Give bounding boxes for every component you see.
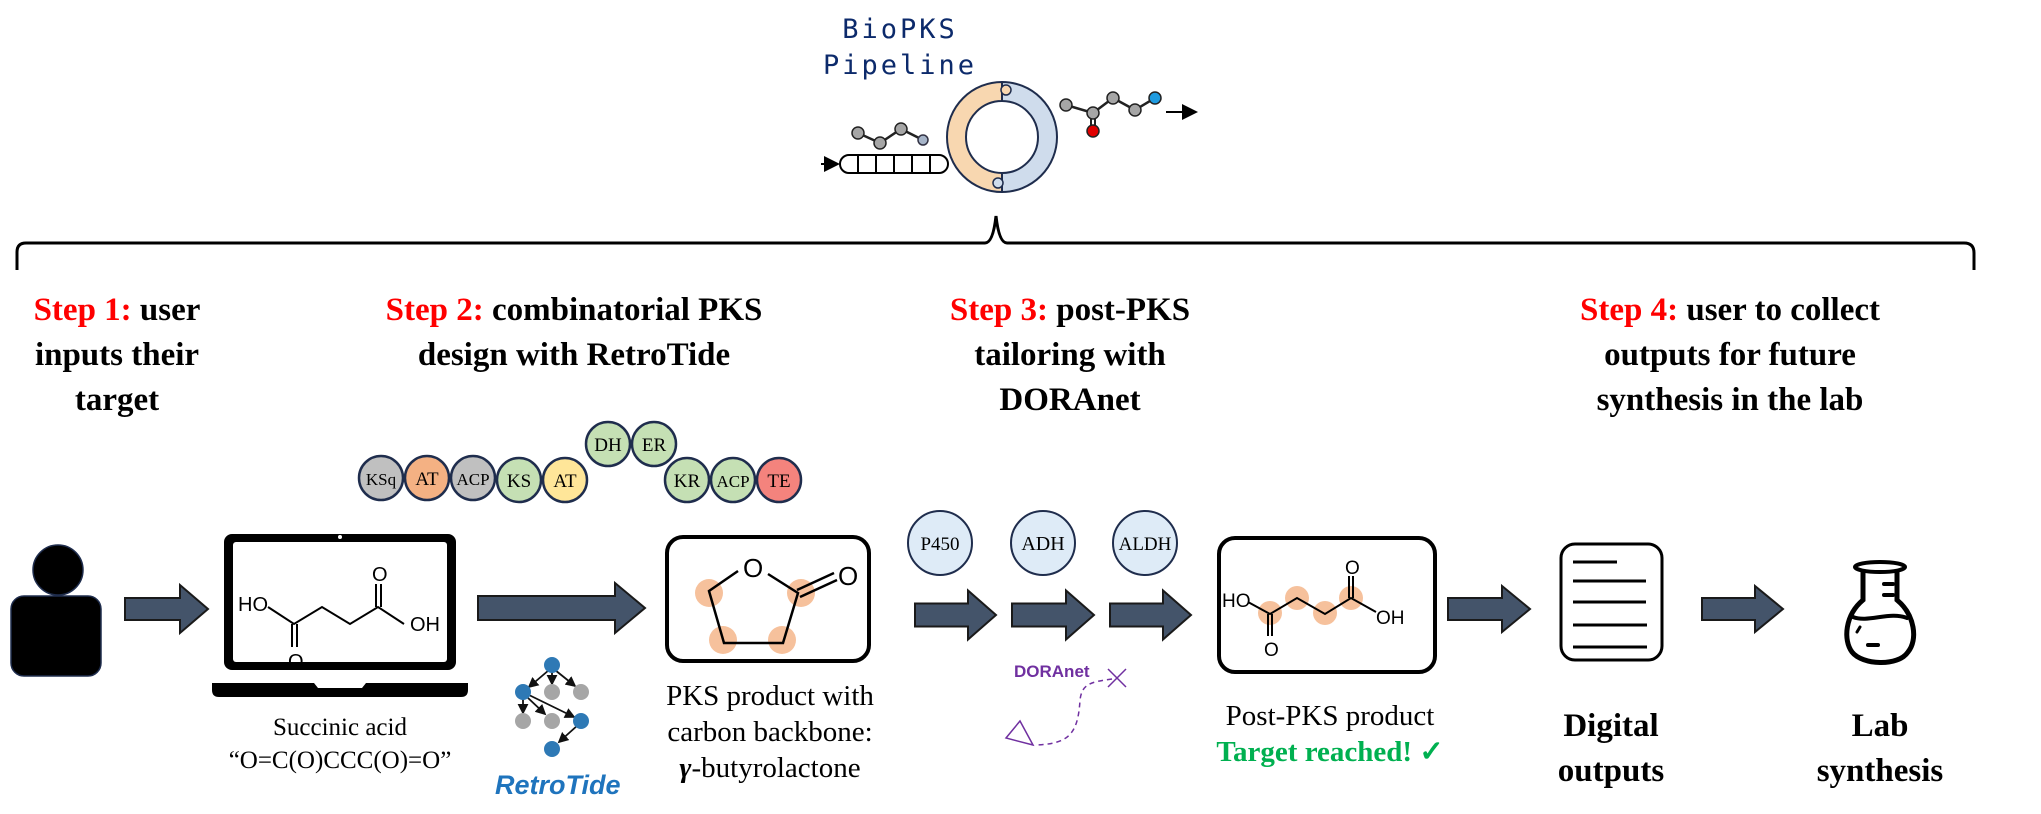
pks-domain-chain: KSq AT ACP KS AT DH ER KR ACP TE — [357, 420, 803, 504]
post-pks-caption-text: Post-PKS product — [1225, 700, 1435, 732]
pks-domain-acp: ACP — [709, 456, 757, 504]
flow-arrows — [124, 580, 1785, 642]
pks-product-caption: PKS product with carbon backbone: γ-buty… — [635, 678, 905, 786]
atom-ho: HO — [1222, 591, 1251, 612]
pks-domain-label: AT — [553, 471, 577, 492]
overview-brace — [15, 215, 1976, 270]
pipeline-title: BioPKS Pipeline — [800, 12, 1000, 84]
step-2-line: design with RetroTide — [417, 337, 731, 373]
input-molecule-name: Succinic acid — [273, 714, 407, 741]
pks-domain-ksq: KSq — [357, 454, 405, 502]
pks-domain-label: ACP — [716, 472, 749, 491]
retrotide-logo-icon — [515, 657, 589, 757]
atom-o: O — [288, 651, 304, 673]
enzyme-adh: ADH — [1010, 510, 1076, 576]
pks-domain-dh: DH — [584, 420, 632, 468]
pks-product-box: O O — [665, 535, 871, 663]
step-4-label: Step 4: — [1580, 292, 1679, 328]
enzyme-label: ALDH — [1119, 534, 1172, 555]
digital-outputs-line: outputs — [1557, 753, 1665, 789]
input-molecule-caption: Succinic acid “O=C(O)CCC(O)=O” — [220, 711, 460, 777]
enzyme-label: P450 — [920, 534, 959, 555]
pks-domain-kr: KR — [663, 456, 711, 504]
step-3-line: tailoring with — [974, 337, 1166, 373]
step-4-line: synthesis in the lab — [1596, 382, 1864, 418]
pks-domain-at: AT — [541, 456, 589, 504]
enzyme-aldh: ALDH — [1112, 510, 1178, 576]
biopks-logo-icon — [821, 80, 1198, 194]
document-icon — [1559, 542, 1664, 662]
pks-domain-er: ER — [630, 420, 678, 468]
flow-arrow-icon — [1011, 588, 1096, 642]
flow-arrow-icon — [1447, 583, 1532, 635]
retrotide-label: RetroTide — [495, 770, 621, 800]
pks-domain-label: KSq — [366, 470, 397, 489]
step-2-label: Step 2: — [385, 292, 484, 328]
post-pks-product-box: HO OH O O — [1217, 536, 1437, 674]
laptop-icon: HO OH O O — [212, 534, 468, 697]
enzyme-label: ADH — [1021, 533, 1064, 555]
step-1-line: inputs their — [34, 337, 200, 373]
step-4-line: user to collect — [1686, 292, 1880, 328]
atom-oh: OH — [1376, 608, 1405, 629]
pks-domain-label: KR — [674, 471, 701, 492]
title-line-2: Pipeline — [822, 50, 978, 81]
pks-domain-label: ER — [642, 435, 667, 456]
lab-synthesis-line: synthesis — [1816, 753, 1944, 789]
atom-ho: HO — [238, 594, 268, 616]
lab-synthesis-label: Lab synthesis — [1780, 704, 1980, 794]
pks-domain-acp: ACP — [449, 454, 497, 502]
digital-outputs-label: Digital outputs — [1511, 704, 1711, 794]
step-1-line: target — [74, 382, 160, 418]
input-molecule-smiles: “O=C(O)CCC(O)=O” — [228, 747, 452, 774]
gamma-symbol: γ — [679, 752, 692, 784]
digital-outputs-line: Digital — [1563, 708, 1659, 744]
pks-domain-label: TE — [767, 471, 790, 492]
pks-domain-at: AT — [403, 454, 451, 502]
pks-caption-line: PKS product with — [666, 680, 874, 712]
step-2-heading: Step 2: combinatorial PKS design with Re… — [334, 288, 814, 378]
step-4-line: outputs for future — [1604, 337, 1856, 373]
flow-arrow-icon — [477, 580, 647, 636]
atom-carbonyl-o: O — [838, 561, 858, 591]
target-reached-status: Target reached! ✓ — [1216, 736, 1444, 768]
step-4-heading: Step 4: user to collect outputs for futu… — [1540, 288, 1920, 423]
post-pks-caption: Post-PKS product Target reached! ✓ — [1190, 698, 1470, 770]
flask-icon — [1844, 560, 1917, 665]
pks-domain-ks: KS — [495, 456, 543, 504]
atom-ring-o: O — [743, 553, 763, 583]
flow-arrow-icon — [1109, 588, 1193, 642]
enzyme-p450: P450 — [907, 510, 973, 576]
pks-domain-te: TE — [755, 456, 803, 504]
step-3-line: DORAnet — [999, 382, 1141, 418]
atom-oh: OH — [410, 614, 440, 636]
step-1-line: user — [139, 292, 201, 328]
step-3-line: post-PKS — [1056, 292, 1191, 328]
user-icon — [10, 544, 102, 677]
pks-product-name: -butyrolactone — [691, 752, 861, 784]
flow-arrow-icon — [914, 588, 998, 642]
doranet-logo-icon — [1004, 668, 1127, 747]
pks-domain-label: DH — [594, 435, 622, 456]
flow-arrow-icon — [124, 582, 210, 636]
atom-o: O — [372, 564, 388, 586]
step-2-line: combinatorial PKS — [491, 292, 763, 328]
enzyme-list: P450 ADH ALDH — [907, 510, 1178, 576]
step-1-label: Step 1: — [33, 292, 132, 328]
title-line-1: BioPKS — [842, 14, 958, 45]
atom-o: O — [1264, 640, 1279, 661]
step-3-label: Step 3: — [949, 292, 1048, 328]
pks-domain-label: AT — [415, 469, 439, 490]
atom-o: O — [1345, 558, 1360, 579]
step-3-heading: Step 3: post-PKS tailoring with DORAnet — [900, 288, 1240, 423]
doranet-label: DORAnet — [1014, 662, 1090, 681]
flow-arrow-icon — [1701, 583, 1785, 635]
lab-synthesis-line: Lab — [1851, 708, 1909, 744]
step-1-heading: Step 1: user inputs their target — [17, 288, 217, 423]
pks-domain-label: ACP — [456, 470, 489, 489]
pks-caption-line: carbon backbone: — [667, 716, 873, 748]
pks-domain-label: KS — [507, 471, 531, 492]
